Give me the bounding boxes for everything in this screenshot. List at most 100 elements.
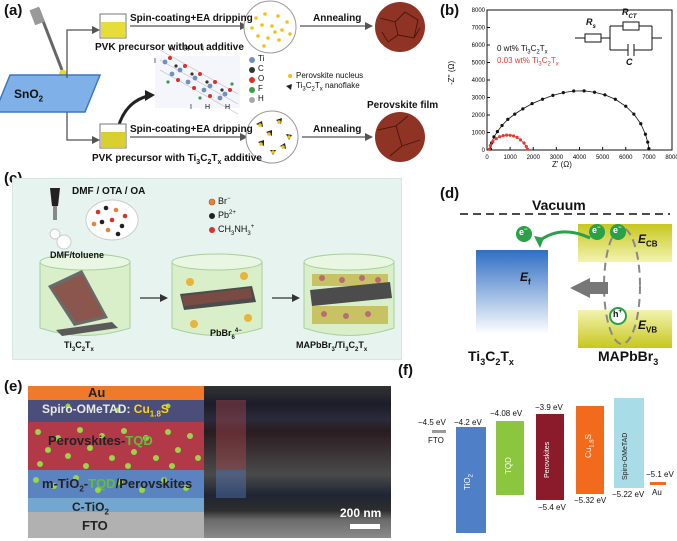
- hole-icon: [609, 307, 627, 325]
- data-point: [521, 107, 525, 111]
- vial-3: [303, 253, 395, 336]
- y-tick-label: 4000: [472, 78, 486, 84]
- x-tick-label: 5000: [596, 155, 610, 161]
- charge-loop: [603, 227, 641, 345]
- panel-label-a: (a): [4, 2, 23, 19]
- bar-label: Spiro-OMeTAD: [622, 432, 629, 480]
- data-point: [494, 137, 498, 141]
- y-axis-label: -Z'' (Ω): [447, 60, 456, 85]
- au-label: Au: [652, 488, 662, 497]
- film-bottom: [375, 112, 425, 162]
- data-point: [525, 147, 530, 151]
- data-point: [491, 140, 495, 144]
- atom-label: H: [225, 104, 231, 111]
- legend-pb: Pb2+: [218, 210, 236, 220]
- y-tick-label: 1000: [472, 131, 486, 137]
- data-point: [613, 97, 617, 101]
- atom-label: I: [190, 104, 192, 111]
- legend-br: Br−: [218, 196, 231, 206]
- ti3c2tx-structure: [155, 49, 240, 115]
- panel-c-graphic: [39, 188, 395, 336]
- y-tick-label: 0: [482, 148, 486, 154]
- data-point: [511, 134, 516, 138]
- y-tick-label: 7000: [472, 26, 486, 32]
- data-point: [551, 93, 555, 97]
- nuclei-top: [250, 12, 292, 48]
- circuit-c-label: C: [626, 57, 633, 67]
- data-point: [495, 130, 500, 134]
- bar-top-value: −3.9 eV: [535, 403, 563, 412]
- electron-icon: [516, 226, 532, 242]
- bar-bottom-value: −5.32 eV: [574, 496, 607, 505]
- au-value: −5.1 eV: [646, 470, 674, 479]
- y-tick-label: 8000: [472, 8, 486, 14]
- bar-spiro: [614, 398, 644, 488]
- nucleus-circle-top: [243, 0, 297, 54]
- data-point: [508, 133, 512, 137]
- mapbbr3-label-d: MAPbBr3: [598, 348, 659, 367]
- panel-label-d: (d): [440, 185, 460, 202]
- data-point: [530, 102, 534, 106]
- bar-tqd: [496, 421, 524, 495]
- au-level: [650, 482, 666, 485]
- layer-label-mtio2: m-TiO2-TQD/Perovskites: [42, 476, 193, 494]
- x-tick-label: 4000: [573, 155, 587, 161]
- circuit-rs-label: Rs: [586, 17, 596, 30]
- x-tick-label: 2000: [527, 155, 541, 161]
- electron-icon: [610, 224, 626, 240]
- substrate-label: SnO2: [14, 87, 44, 104]
- layer-mtio2: [28, 470, 204, 498]
- ti3c2tx-block: [476, 250, 548, 334]
- y-tick-label: 5000: [472, 61, 486, 67]
- fto-value: −4.5 eV: [418, 418, 446, 427]
- data-point: [505, 133, 509, 137]
- equivalent-circuit: [575, 21, 662, 56]
- nuclei-bottom: [256, 118, 292, 155]
- fto-level: [432, 430, 446, 433]
- bar-label: Cu1.8S: [584, 434, 596, 458]
- film-label: Perovskite film: [367, 100, 439, 111]
- x-tick-label: 0: [485, 155, 489, 161]
- beaker-top-icon: [99, 13, 127, 39]
- electron-label: e−: [613, 225, 622, 235]
- x-tick-label: 8000: [665, 155, 677, 161]
- atom-label: H: [170, 46, 176, 53]
- bar-label: Perovskites: [544, 441, 551, 478]
- composite-label: MAPbBr3/Ti3C2Tx: [296, 340, 368, 353]
- scale-bar-label: 200 nm: [340, 506, 382, 520]
- panel-d-graphic: [460, 213, 672, 348]
- ef-label: Ef: [520, 270, 531, 287]
- sno2-substrate: [0, 74, 102, 113]
- data-point: [524, 144, 528, 149]
- plot-frame: [486, 9, 673, 151]
- atom-label: I: [154, 58, 156, 65]
- vacuum-label: Vacuum: [532, 197, 586, 213]
- annealing-top-label: Annealing: [313, 13, 362, 24]
- x-tick-label: 7000: [642, 155, 656, 161]
- legend-ma: CH3NH3+: [218, 224, 255, 237]
- layer-au: [28, 386, 204, 400]
- data-point: [540, 97, 545, 101]
- x-tick-label: 6000: [619, 155, 633, 161]
- data-point: [492, 135, 496, 139]
- panel-label-f: (f): [398, 362, 413, 379]
- data-point: [500, 123, 504, 128]
- y-tick-label: 3000: [472, 96, 486, 102]
- data-point: [572, 89, 576, 93]
- data-point: [603, 93, 607, 97]
- data-point: [487, 147, 491, 151]
- y-tick-label: 6000: [472, 43, 486, 49]
- solvents-label: DMF / OTA / OA: [72, 186, 146, 197]
- annealing-bottom-label: Annealing: [313, 124, 362, 135]
- evb-label: EVB: [638, 318, 658, 335]
- hole-label: h+: [613, 309, 623, 319]
- bar-perovskites: [536, 414, 564, 500]
- nanoflake-legend-label: Ti3C2Tx nanoflake: [296, 81, 360, 93]
- data-point: [501, 134, 505, 138]
- x-tick-label: 3000: [550, 155, 564, 161]
- fto-label: FTO: [428, 436, 444, 445]
- layer-label-au: Au: [88, 385, 106, 400]
- pipette-icon: [29, 6, 67, 78]
- bar-bottom-value: −5.22 eV: [612, 490, 645, 499]
- atom-label: H: [184, 46, 190, 53]
